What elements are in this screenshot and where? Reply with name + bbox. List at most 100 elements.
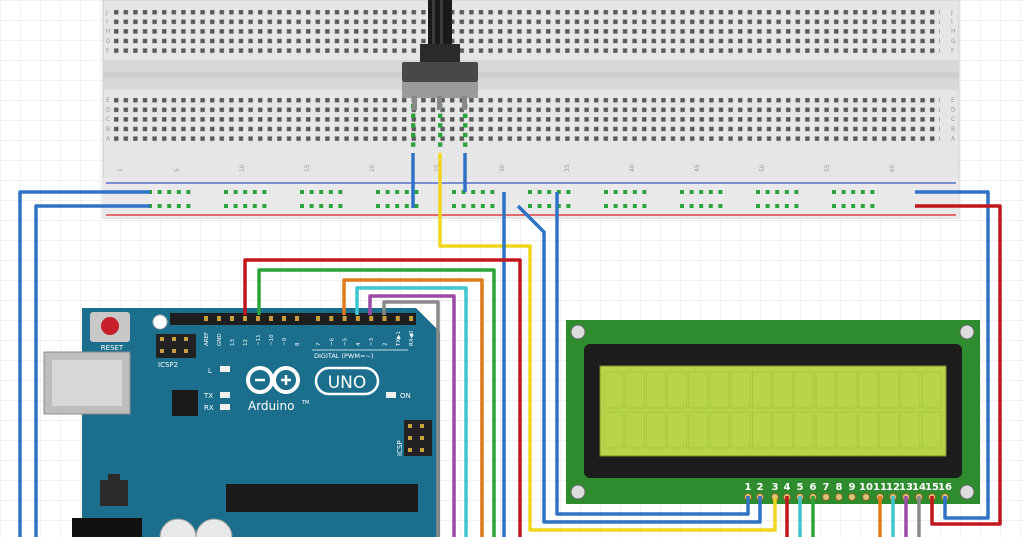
connected-hole [438,142,443,147]
lcd-pin-number: 5 [797,482,804,493]
rail-hole [224,190,228,194]
column-number: 10 [239,164,246,172]
rail-hole [471,190,476,194]
lcd-pin-number: 10 [859,482,873,493]
breadboard-holes-top [110,6,940,54]
connected-hole [438,123,443,128]
svg-text:TM: TM [301,400,309,406]
lcd-pin-hole [862,493,870,501]
wire-red-pin12 [243,258,522,537]
rail-hole [613,190,618,194]
pin-label: RX◀0 [409,330,415,346]
rail-hole [395,190,400,194]
potentiometer-collar [420,44,460,62]
rail-hole [233,190,238,194]
rail-hole [756,190,760,194]
connected-hole [438,132,443,138]
connected-hole [463,123,468,128]
rail-hole [480,204,485,208]
rail-hole [461,204,466,208]
rail-hole [243,190,248,194]
rail-hole [775,190,780,194]
lcd-screen [599,365,947,457]
rail-hole [385,204,390,208]
wire-blue-rail-left-2 [34,204,150,537]
rail-hole [385,190,390,194]
rail-hole [832,190,836,194]
rail-hole [699,204,704,208]
header-pin [230,316,234,321]
lcd-cell [688,371,709,409]
row-letter: G [951,38,956,45]
row-letter: A [951,135,956,142]
rail-hole [167,190,172,194]
wire-blue-lcd-2 [516,204,762,524]
lcd-cell [667,411,687,449]
pin-label: TX▶1 [396,331,402,347]
uno-badge [314,366,380,396]
rail-hole [784,190,789,194]
lcd-cell [730,411,751,449]
rail-hole [404,204,409,208]
pin-label: 7 [316,342,322,346]
lcd-pin-number: 15 [925,482,939,493]
rail-hole [262,190,267,194]
rail-hole [528,204,532,208]
lcd-cell [815,371,836,409]
rail-hole [699,190,704,194]
lcd-pin-number: 2 [757,482,764,493]
lcd-cell [603,371,624,409]
lcd-cell [667,371,687,409]
rail-hole [632,190,637,194]
lcd-cell [921,411,942,449]
row-letter: F [951,47,955,54]
reset-button-cap[interactable] [101,317,119,335]
rail-hole [547,190,552,194]
header-pin [295,316,299,321]
pin-label: ~6 [329,337,335,346]
pin-label: 12 [243,339,249,346]
rail-hole [765,190,770,194]
row-letter: I [106,19,108,26]
led-rx-label: RX [204,404,214,412]
rail-hole [547,204,552,208]
lcd-cell [624,411,645,449]
pin-label: 13 [230,339,236,346]
led-l [220,366,230,372]
wire-gray-pin2 [382,300,440,537]
header-pin [329,316,334,321]
capacitor-2 [195,518,233,537]
rail-hole [756,204,760,208]
rail-hole [186,190,191,194]
lcd-cell [646,371,666,409]
rail-hole [376,190,380,194]
rail-hole [794,204,799,208]
column-number: 25 [434,164,441,172]
rail-hole [414,190,419,194]
rail-hole [300,204,304,208]
rail-hole [623,190,628,194]
row-letter: C [951,116,955,123]
rail-hole [186,204,191,208]
column-number: 5 [174,168,181,172]
lcd-pin-number: 4 [784,482,791,493]
rail-hole [528,190,532,194]
rail-hole [832,204,836,208]
header-pin [282,316,286,321]
rail-hole [870,190,875,194]
rail-hole [556,204,561,208]
lcd-cell [624,371,645,409]
header-pin [204,316,208,321]
header-pin [269,316,273,321]
header-pin [369,316,374,321]
rail-hole [680,190,684,194]
lcd-pin-hole [835,493,843,501]
row-letter: G [106,38,111,45]
icsp-label: ICSP [396,440,404,456]
rail-hole [252,190,257,194]
connected-hole [411,113,416,118]
connected-hole [438,113,443,118]
